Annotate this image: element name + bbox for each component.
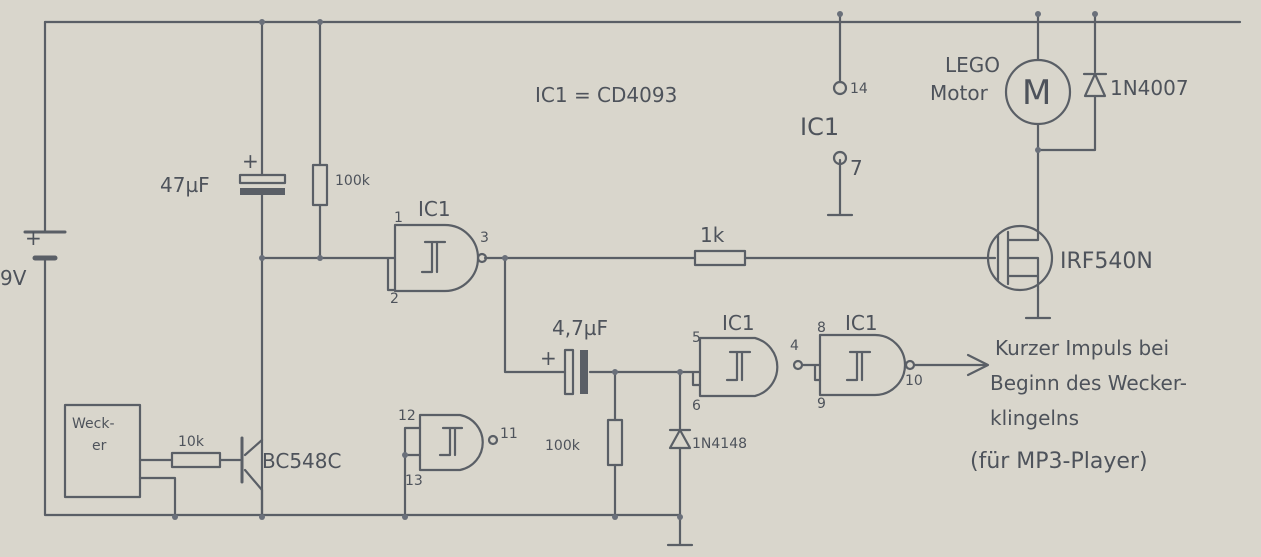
diode-label: 1N4007	[1110, 76, 1189, 100]
cap-label: 4,7µF	[552, 316, 608, 340]
motor-symbol: M LEGO Motor	[930, 53, 1072, 126]
pin-label: 14	[850, 81, 868, 97]
battery-symbol: + 9V	[0, 226, 67, 290]
resistor-1k: 1k	[693, 223, 747, 267]
transistor-bc548c: BC548C	[240, 436, 341, 484]
mosfet-irf540n: IRF540N	[986, 223, 1153, 292]
resistor-label: 100k	[545, 438, 581, 454]
cap-plus: +	[242, 149, 259, 173]
pin-label: 2	[390, 291, 399, 307]
nand-gate-4: 12 13 11	[398, 408, 518, 489]
resistor-10k: 10k	[170, 434, 222, 469]
resistor-label: 1k	[700, 223, 725, 247]
resistor-label: 100k	[335, 173, 371, 189]
resistor-label: 10k	[178, 434, 205, 450]
diode-1n4148: 1N4148	[668, 428, 747, 452]
pin-label: 9	[817, 396, 826, 412]
capacitor-47uf: + 47µF	[160, 149, 287, 197]
wires	[43, 12, 1242, 547]
gate-label: IC1	[418, 197, 451, 221]
motor-letter: M	[1022, 73, 1051, 113]
nand-gate-2: IC1 5 6 4	[692, 311, 804, 414]
diode-label: 1N4148	[692, 436, 747, 452]
capacitor-4-7uf: + 4,7µF	[540, 316, 608, 396]
pin-label: 8	[817, 320, 826, 336]
resistor-100k-pulse: 100k	[545, 418, 624, 467]
gate-label: IC1	[722, 311, 755, 335]
note-line: klingelns	[990, 406, 1079, 430]
alarm-clock-box: Weck- er	[63, 403, 142, 499]
motor-label: LEGO	[945, 53, 1000, 77]
ic-power-pins: 14 IC1 7	[800, 80, 868, 180]
ic-title: IC1 = CD4093	[535, 83, 677, 107]
pin-label: 7	[850, 156, 863, 180]
gate-label: IC1	[845, 311, 878, 335]
ic-label: IC1	[800, 113, 839, 141]
pin-label: 5	[692, 330, 701, 346]
cap-label: 47µF	[160, 173, 210, 197]
battery-label: 9V	[0, 266, 27, 290]
mosfet-label: IRF540N	[1060, 249, 1153, 274]
diode-1n4007: 1N4007	[1082, 72, 1189, 100]
pin-label: 3	[480, 230, 489, 246]
pin-label: 6	[692, 398, 701, 414]
nand-gate-1: IC1 1 2 3	[390, 197, 489, 307]
cap-plus: +	[540, 346, 557, 370]
battery-plus: +	[25, 226, 42, 250]
pin-label: 13	[405, 473, 423, 489]
motor-label: Motor	[930, 81, 989, 105]
alarm-label: er	[92, 438, 107, 454]
pin-label: 4	[790, 338, 799, 354]
transistor-label: BC548C	[262, 449, 341, 473]
note-line: Kurzer Impuls bei	[995, 336, 1169, 360]
output-note: Kurzer Impuls bei Beginn des Wecker- kli…	[970, 336, 1187, 474]
nand-gate-3: IC1 8 9 10	[817, 311, 923, 412]
note-line: Beginn des Wecker-	[990, 371, 1187, 395]
resistor-100k-pullup: 100k	[311, 163, 371, 207]
pin-label: 1	[394, 210, 403, 226]
pin-label: 11	[500, 426, 518, 442]
junctions	[172, 11, 1098, 520]
note-line: (für MP3-Player)	[970, 449, 1148, 474]
pin-label: 12	[398, 408, 416, 424]
alarm-label: Weck-	[72, 416, 115, 432]
pin-label: 10	[905, 373, 923, 389]
